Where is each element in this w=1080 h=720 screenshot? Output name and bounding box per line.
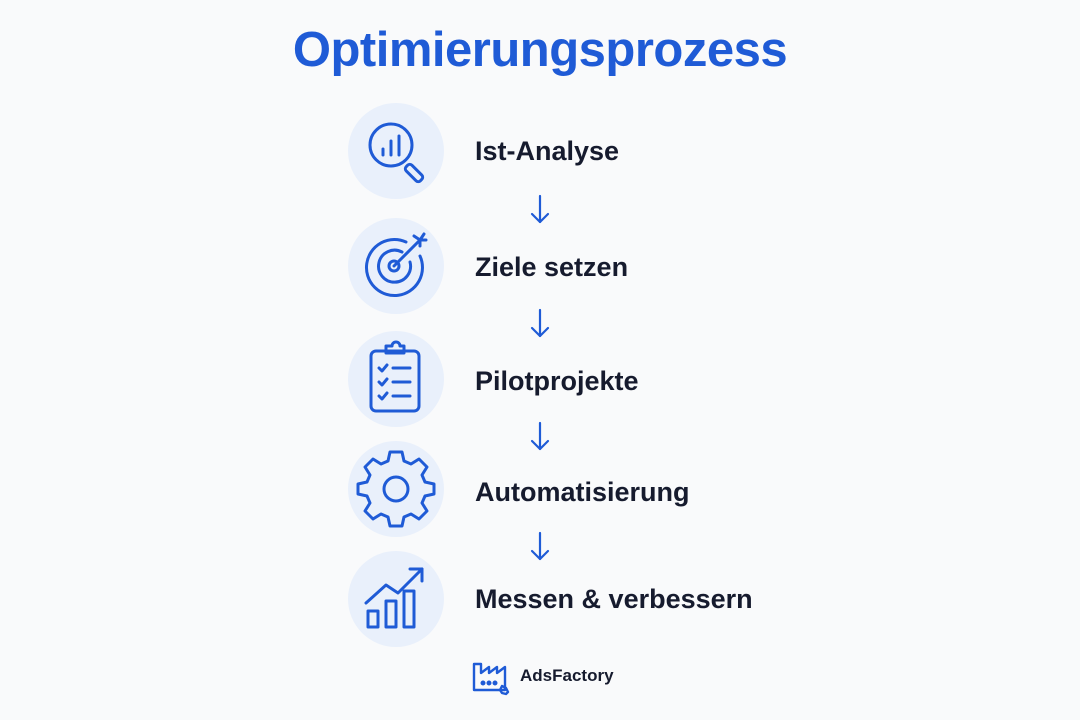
step-label-pilotprojekte: Pilotprojekte xyxy=(475,366,639,396)
bar-chart-trend-icon xyxy=(348,551,444,647)
magnifier-chart-icon xyxy=(348,103,444,199)
page-title: Optimierungsprozess xyxy=(292,23,788,77)
arrow-down-icon xyxy=(528,531,552,563)
brand: AdsFactory xyxy=(470,656,614,696)
step-label-ist-analyse: Ist-Analyse xyxy=(475,136,620,166)
arrow-down-icon xyxy=(528,194,552,226)
step-label-automatisierung: Automatisierung xyxy=(475,477,690,507)
brand-name: AdsFactory xyxy=(520,666,614,685)
factory-logo-icon xyxy=(472,662,510,696)
step-label-messen-verbessern: Messen & verbessern xyxy=(475,584,753,614)
arrow-down-icon xyxy=(528,421,552,453)
clipboard-checklist-icon xyxy=(348,331,444,427)
gear-icon xyxy=(348,441,444,537)
arrow-down-icon xyxy=(528,308,552,340)
target-arrow-icon xyxy=(348,218,444,314)
step-label-ziele-setzen: Ziele setzen xyxy=(475,252,629,282)
